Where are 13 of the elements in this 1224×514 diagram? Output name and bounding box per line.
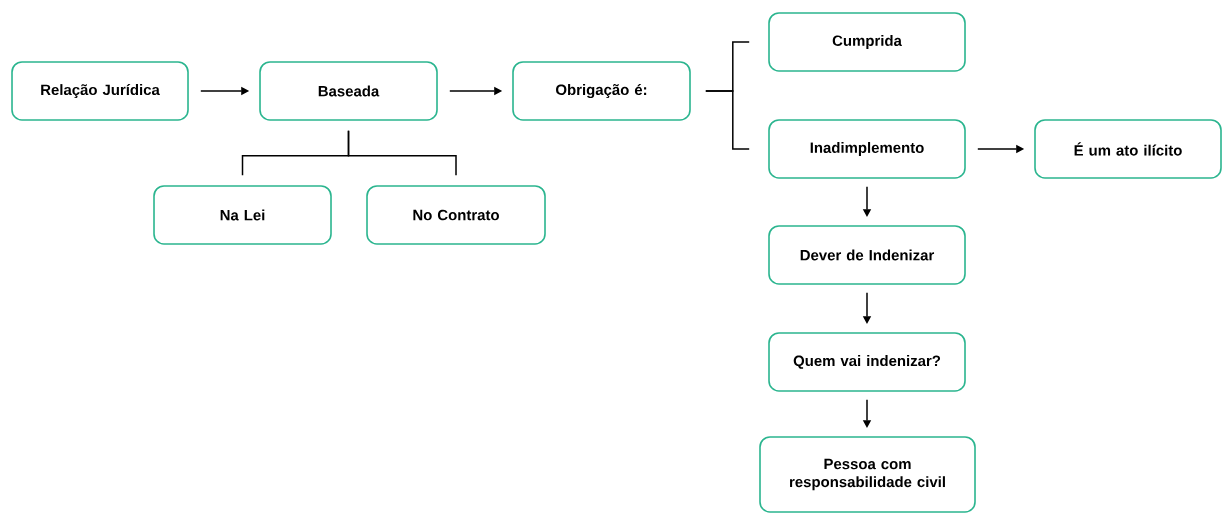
process-box: Baseada [259,61,438,121]
process-box: Quem vai indenizar? [768,332,966,392]
process-box: Obrigação é: [512,61,691,121]
process-box: Inadimplemento [768,119,966,179]
bracket-line [705,90,750,150]
process-box: Na Lei [153,185,332,245]
process-box: Relação Jurídica [11,61,189,121]
process-box: Dever de Indenizar [768,225,966,285]
process-box: É um ato ilícito [1034,119,1222,179]
process-box: Pessoa com responsabilidade civil [759,436,976,513]
bracket-line [347,130,457,176]
process-box: No Contrato [366,185,546,245]
process-box: Cumprida [768,12,966,72]
